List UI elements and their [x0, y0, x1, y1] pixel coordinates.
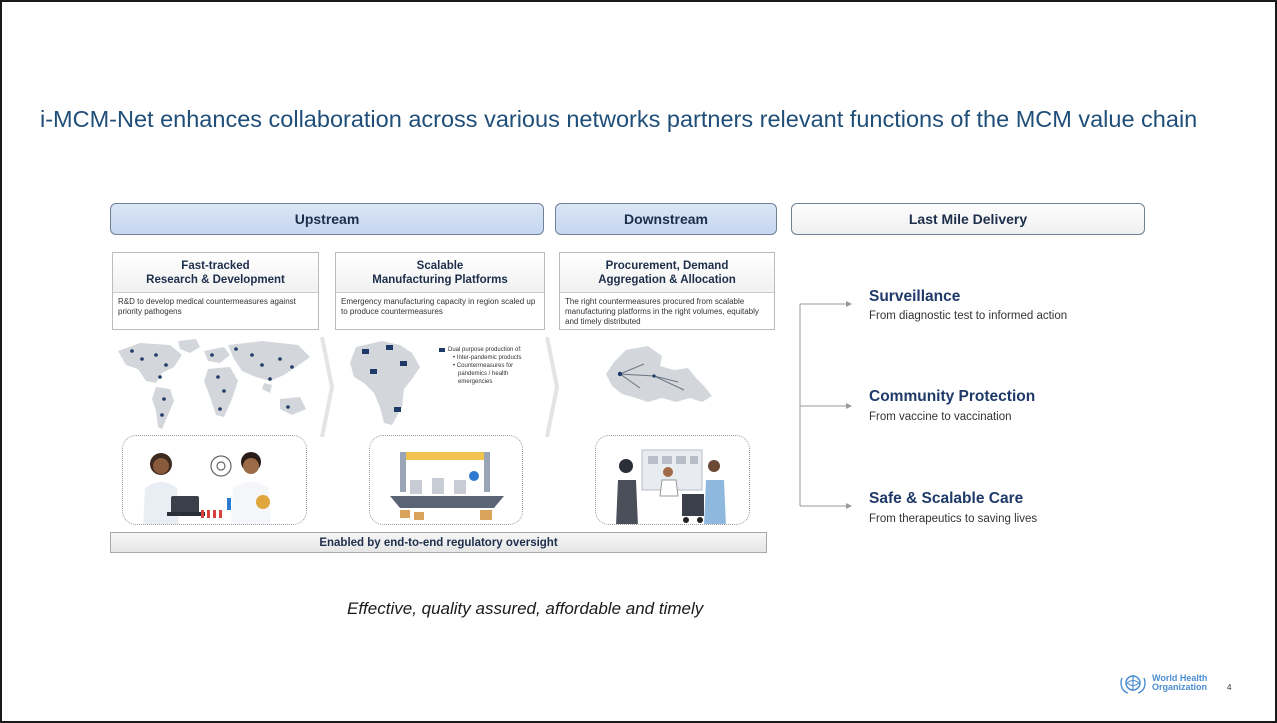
tagline: Effective, quality assured, affordable a…: [347, 599, 704, 618]
outcome-arrows: [799, 301, 852, 509]
who-logo-line1: World Health: [1152, 673, 1208, 683]
card-title-line1: Procurement, Demand: [605, 259, 729, 272]
who-logo: World Health Organization: [1119, 672, 1207, 694]
dual-purpose-item: emergencies: [458, 379, 493, 385]
card-description: R&D to develop medical countermeasures a…: [118, 297, 296, 316]
delivery-workers-icon: [616, 449, 726, 524]
factory-icons: [362, 345, 407, 412]
card-manufacturing-platforms: Scalable Manufacturing Platforms Emergen…: [335, 252, 545, 330]
chevron-divider-icon: [545, 337, 559, 437]
dual-purpose-item: pandemics / health: [458, 371, 509, 377]
card-title-line2: Aggregation & Allocation: [598, 273, 736, 286]
card-research-development: Fast-tracked Research & Development R&D …: [112, 252, 319, 330]
regulatory-oversight-bar: Enabled by end-to-end regulatory oversig…: [110, 532, 767, 553]
card-description: Emergency manufacturing capacity in regi…: [341, 297, 536, 316]
card-title-line2: Manufacturing Platforms: [372, 273, 508, 286]
card-title-line1: Scalable: [416, 259, 464, 272]
dual-purpose-item: • Inter-pandemic products: [453, 355, 522, 361]
card-description: The right countermeasures procured from …: [565, 297, 759, 326]
chevron-divider-icon: [320, 337, 334, 437]
card-procurement-allocation: Procurement, Demand Aggregation & Alloca…: [559, 252, 775, 330]
arrow-right-icon: [846, 403, 852, 409]
outcome-surveillance-title: Surveillance: [869, 288, 961, 305]
phase-downstream: Downstream: [555, 203, 777, 235]
outcome-surveillance-subtitle: From diagnostic test to informed action: [869, 310, 1068, 322]
world-map-illustration: [118, 339, 310, 429]
delivery-illustration: [595, 435, 750, 525]
factory-line-icon: [390, 452, 504, 520]
africa-map-illustration: [350, 341, 420, 425]
outcome-community-protection-subtitle: From vaccine to vaccination: [869, 411, 1012, 423]
factory-icon: [439, 348, 445, 352]
dual-purpose-item: • Countermeasures for: [453, 363, 514, 369]
phase-last-mile-delivery: Last Mile Delivery: [791, 203, 1145, 235]
phase-upstream: Upstream: [110, 203, 544, 235]
card-title-line1: Fast-tracked: [181, 259, 250, 272]
card-heading: Scalable Manufacturing Platforms: [336, 253, 544, 293]
outcome-safe-care-title: Safe & Scalable Care: [869, 490, 1024, 507]
dual-purpose-heading: Dual purpose production of:: [448, 347, 522, 353]
arrow-right-icon: [846, 503, 852, 509]
dual-purpose-legend: Dual purpose production of: • Inter-pand…: [439, 346, 549, 386]
slide-title: i-MCM-Net enhances collaboration across …: [40, 106, 1198, 132]
who-emblem-icon: [1120, 675, 1146, 694]
research-illustration: [122, 435, 307, 525]
card-heading: Fast-tracked Research & Development: [113, 253, 318, 293]
page-number: 4: [1227, 683, 1232, 692]
scientists-icon: [143, 452, 271, 524]
arrow-right-icon: [846, 301, 852, 307]
distribution-map-illustration: [606, 346, 712, 402]
card-heading: Procurement, Demand Aggregation & Alloca…: [560, 253, 774, 293]
outcome-safe-care-subtitle: From therapeutics to saving lives: [869, 513, 1038, 525]
manufacturing-illustration: [369, 435, 523, 525]
card-title-line2: Research & Development: [146, 273, 285, 286]
outcome-community-protection-title: Community Protection: [869, 388, 1036, 405]
who-logo-line2: Organization: [1152, 682, 1208, 692]
